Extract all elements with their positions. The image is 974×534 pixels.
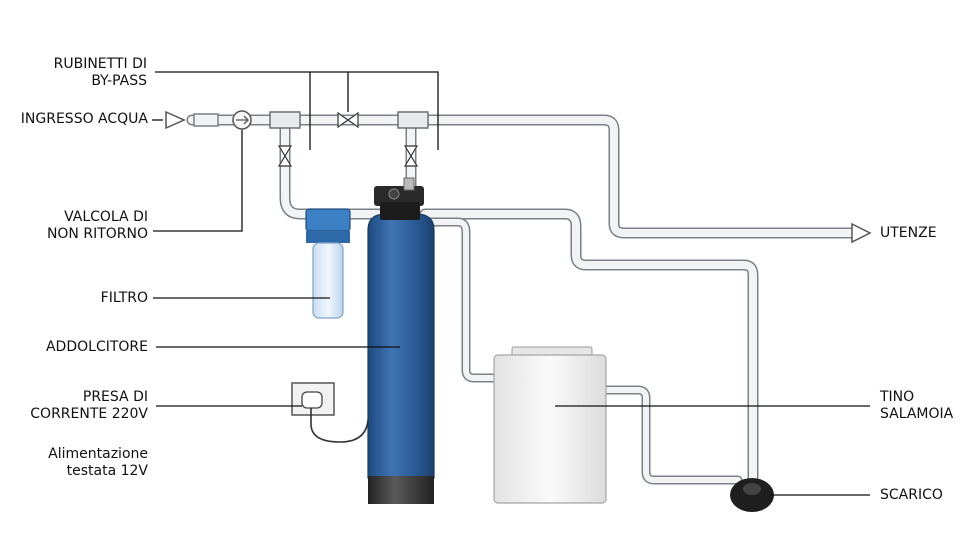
- label-presa-line2: CORRENTE 220V: [30, 406, 148, 422]
- inlet-coupling: [193, 113, 219, 127]
- label-alimentazione: Alimentazione testata 12V: [48, 446, 148, 480]
- bypass-valve-right-icon: [403, 145, 419, 167]
- bypass-tee-right: [397, 111, 429, 129]
- overflow-pipe: [599, 385, 743, 485]
- outlet-arrow-icon: [851, 222, 872, 244]
- power-socket: [291, 382, 369, 443]
- brine-line: [415, 217, 503, 383]
- label-bypass: RUBINETTI DI BY-PASS: [54, 56, 147, 90]
- inlet-arrow-icon: [165, 110, 186, 130]
- softener-tank: [367, 213, 435, 504]
- label-filtro: FILTRO: [100, 290, 148, 306]
- brine-tank: [493, 346, 607, 504]
- label-valvola-line2: NON RITORNO: [46, 226, 148, 242]
- leader-lines: [152, 71, 870, 496]
- label-tino-line2: SALAMOIA: [880, 406, 954, 422]
- bypass-valve-center-icon: [337, 111, 359, 129]
- label-utenze: UTENZE: [880, 225, 937, 241]
- drain-pipe: [419, 208, 759, 496]
- label-valvola: VALCOLA DI NON RITORNO: [47, 209, 148, 243]
- label-tino-line1: TINO: [880, 389, 915, 405]
- control-valve-head: [374, 177, 424, 220]
- filter-feed-pipe: [279, 116, 328, 220]
- bypass-valve-left-icon: [277, 145, 293, 167]
- label-bypass-line2: BY-PASS: [91, 73, 147, 89]
- filter-housing: [305, 208, 351, 319]
- label-alimentazione-line1: Alimentazione: [48, 446, 148, 462]
- label-tino: TINO SALAMOIA: [880, 389, 953, 423]
- label-valvola-line1: VALCOLA DI: [64, 209, 148, 225]
- label-presa: PRESA DI CORRENTE 220V: [30, 389, 148, 423]
- bypass-tee-left: [269, 111, 301, 129]
- label-scarico: SCARICO: [880, 487, 943, 503]
- outlet-pipe: [404, 114, 858, 239]
- label-alimentazione-line2: testata 12V: [66, 463, 148, 479]
- label-bypass-line1: RUBINETTI DI: [53, 56, 147, 72]
- label-addolcitore: ADDOLCITORE: [45, 339, 148, 355]
- label-presa-line1: PRESA DI: [82, 389, 148, 405]
- label-ingresso: INGRESSO ACQUA: [20, 111, 148, 127]
